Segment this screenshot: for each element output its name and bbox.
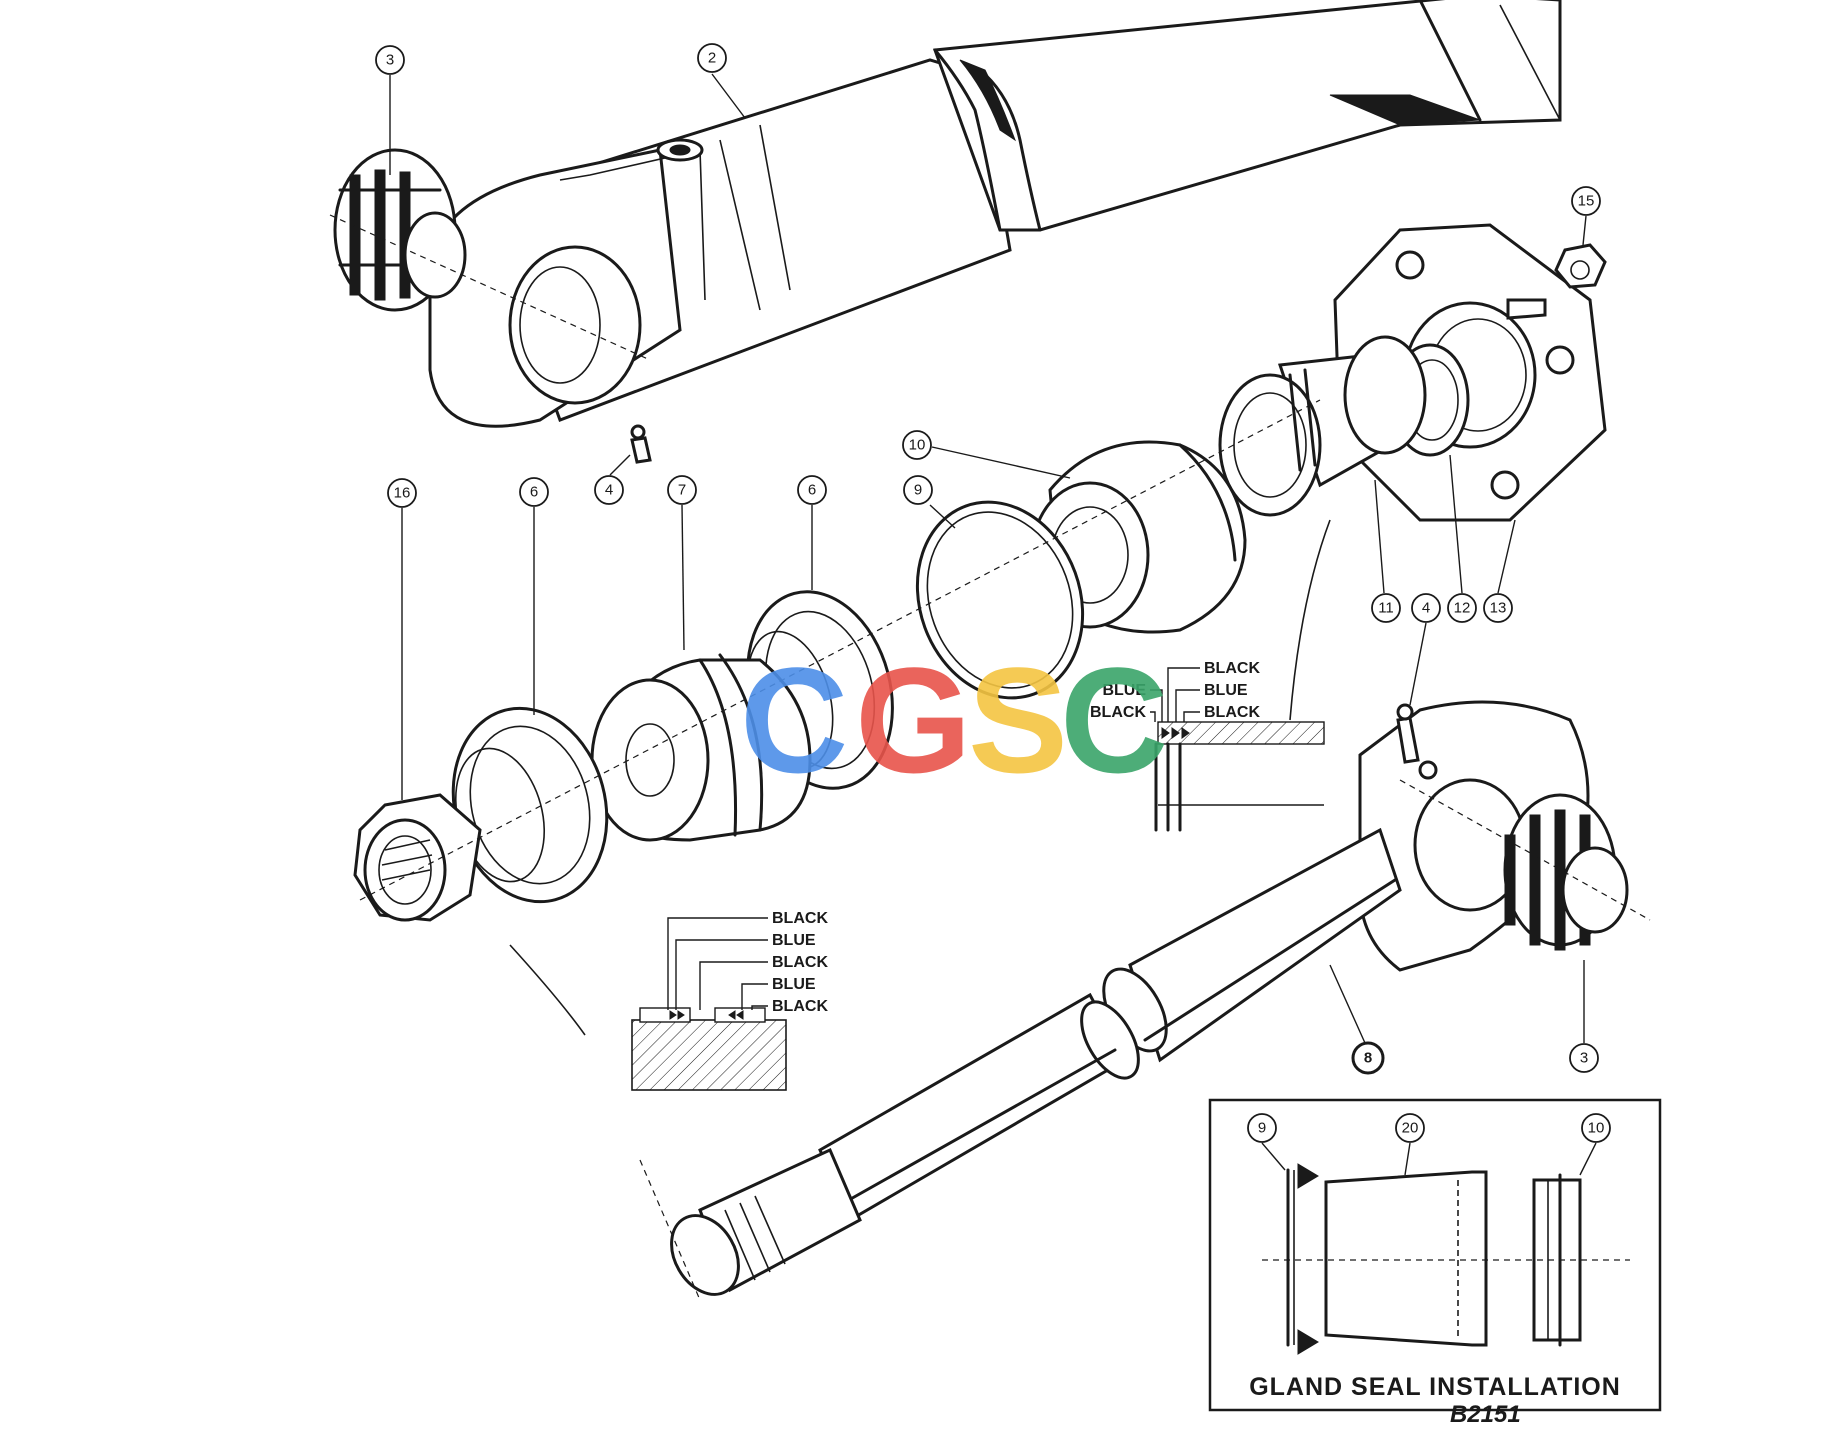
svg-text:12: 12	[1454, 600, 1471, 617]
callout-9: 9	[903, 475, 956, 529]
callout-4-lower: 4	[1409, 593, 1441, 706]
svg-text:4: 4	[1422, 600, 1430, 617]
inset-callout-20: 20	[1395, 1113, 1425, 1176]
piston-rod	[639, 700, 1651, 1301]
svg-text:3: 3	[386, 52, 394, 69]
callout-13: 13	[1483, 519, 1516, 623]
watermark: C G S C	[740, 636, 1168, 804]
svg-text:9: 9	[1258, 1120, 1266, 1137]
inset-callout-9: 9	[1247, 1113, 1286, 1171]
o-ring-part-9	[915, 500, 1085, 700]
svg-text:8: 8	[1364, 1050, 1372, 1067]
drawing-number: B2151	[1450, 1401, 1521, 1427]
svg-text:10: 10	[1588, 1120, 1605, 1137]
gland-flange	[1333, 223, 1607, 522]
callout-12: 12	[1447, 454, 1477, 623]
gland-seal-detail: BLACK BLUE BLACK BLUE BLACK	[1090, 519, 1331, 832]
svg-text:BLACK: BLACK	[1204, 660, 1260, 677]
svg-text:7: 7	[678, 482, 686, 499]
svg-text:BLUE: BLUE	[772, 976, 816, 993]
svg-text:11: 11	[1378, 600, 1394, 617]
callout-10: 10	[902, 430, 1071, 479]
svg-text:4: 4	[605, 482, 613, 499]
watermark-letter-c1: C	[740, 636, 848, 804]
callout-11: 11	[1371, 479, 1401, 623]
callouts: 2 3 4 16 6 7 6 9 10 11 4 12 13 15 8 3	[375, 43, 1601, 1075]
watermark-letter-s: S	[968, 636, 1068, 804]
svg-text:6: 6	[530, 484, 538, 501]
svg-text:BLUE: BLUE	[1204, 682, 1248, 699]
callout-7: 7	[667, 475, 697, 651]
callout-6-left: 6	[519, 477, 549, 715]
watermark-letter-g: G	[855, 636, 972, 804]
watermark-letter-c2: C	[1060, 636, 1168, 804]
callout-2: 2	[697, 43, 746, 119]
callout-6-right: 6	[797, 475, 827, 590]
callout-15: 15	[1571, 186, 1601, 246]
assembly-centerline	[359, 399, 1321, 901]
callout-8: 8	[1329, 964, 1385, 1075]
svg-text:15: 15	[1578, 193, 1595, 210]
callout-4-upper: 4	[594, 454, 631, 505]
svg-text:3: 3	[1580, 1050, 1588, 1067]
nut-part-16	[353, 793, 482, 922]
svg-text:BLACK: BLACK	[1204, 704, 1260, 721]
callout-3-lower: 3	[1569, 960, 1599, 1073]
gland-part-11	[1218, 335, 1427, 517]
svg-text:BLUE: BLUE	[772, 932, 816, 949]
svg-text:BLACK: BLACK	[772, 910, 828, 927]
callout-3-upper: 3	[375, 45, 405, 175]
inset-callout-10: 10	[1579, 1113, 1611, 1176]
gland-seal-installation-inset: 9 20 10 GLAND SEAL INSTALLATION	[1208, 1098, 1662, 1412]
piston-part-7	[590, 653, 812, 842]
svg-text:BLACK: BLACK	[1090, 704, 1146, 721]
piston-seal-detail: BLACK BLUE BLACK BLUE BLACK	[509, 910, 828, 1091]
inset-title: GLAND SEAL INSTALLATION	[1249, 1373, 1621, 1401]
svg-text:20: 20	[1402, 1120, 1419, 1137]
svg-text:BLACK: BLACK	[772, 998, 828, 1015]
svg-text:BLUE: BLUE	[1102, 682, 1146, 699]
svg-text:9: 9	[914, 482, 922, 499]
svg-text:10: 10	[909, 437, 926, 454]
callout-16: 16	[387, 478, 417, 800]
svg-text:13: 13	[1490, 600, 1507, 617]
svg-text:6: 6	[808, 482, 816, 499]
svg-text:16: 16	[394, 485, 411, 502]
svg-text:BLACK: BLACK	[772, 954, 828, 971]
svg-text:2: 2	[708, 50, 716, 67]
cylinder-barrel	[329, 0, 1562, 464]
